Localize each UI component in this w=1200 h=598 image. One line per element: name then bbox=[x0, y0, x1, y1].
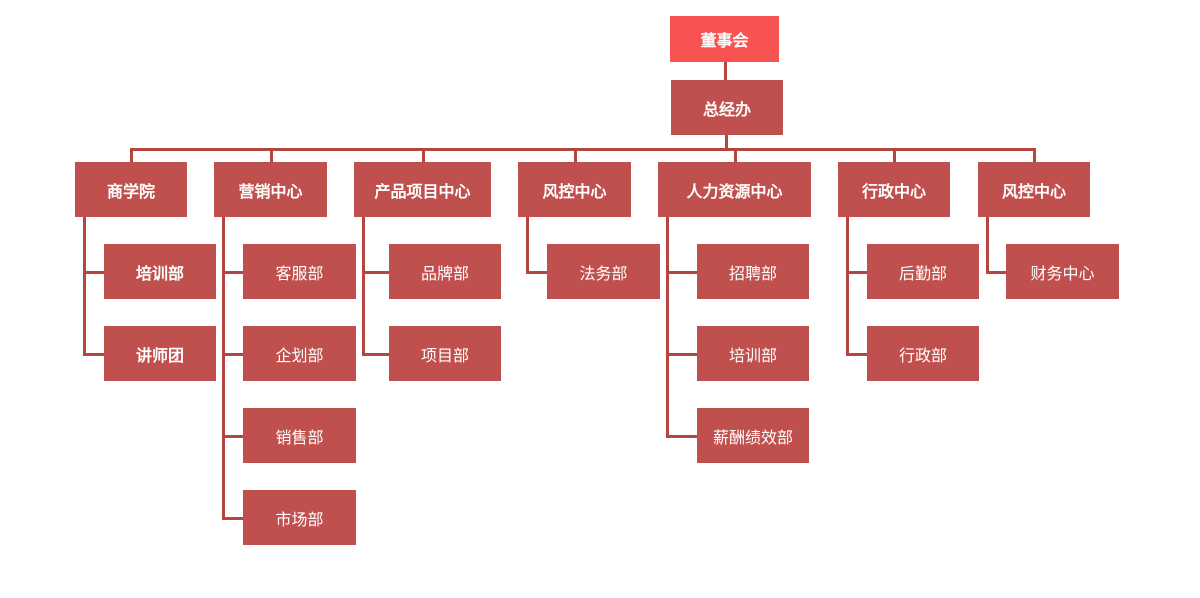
connector-gm-bus bbox=[725, 135, 728, 148]
child-branch-line bbox=[83, 270, 104, 274]
department-stem-line bbox=[526, 217, 529, 273]
department-drop-line bbox=[893, 148, 896, 162]
sub-department-node[interactable]: 培训部 bbox=[697, 326, 809, 381]
sub-department-node[interactable]: 销售部 bbox=[243, 408, 356, 463]
child-branch-line bbox=[222, 270, 243, 274]
sub-department-node[interactable]: 培训部 bbox=[104, 244, 216, 299]
department-drop-line bbox=[733, 148, 737, 162]
child-branch-line bbox=[666, 352, 697, 356]
department-node[interactable]: 人力资源中心 bbox=[658, 162, 811, 217]
child-branch-line bbox=[986, 270, 1006, 274]
child-branch-line bbox=[222, 352, 243, 356]
department-stem-line bbox=[666, 217, 669, 437]
department-drop-line bbox=[421, 148, 425, 162]
department-stem-line bbox=[986, 217, 989, 273]
gm-node[interactable]: 总经办 bbox=[671, 80, 783, 135]
child-branch-line bbox=[666, 270, 697, 274]
department-stem-line bbox=[362, 217, 365, 355]
sub-department-node[interactable]: 项目部 bbox=[389, 326, 501, 381]
child-branch-line bbox=[362, 270, 389, 274]
department-stem-line bbox=[222, 217, 225, 519]
child-branch-line bbox=[83, 352, 104, 356]
child-branch-line bbox=[222, 434, 243, 438]
sub-department-node[interactable]: 市场部 bbox=[243, 490, 356, 545]
child-branch-line bbox=[526, 270, 547, 274]
child-branch-line bbox=[846, 352, 867, 356]
child-branch-line bbox=[362, 352, 389, 356]
department-node[interactable]: 营销中心 bbox=[214, 162, 327, 217]
sub-department-node[interactable]: 财务中心 bbox=[1006, 244, 1119, 299]
department-drop-line bbox=[573, 148, 577, 162]
root-node[interactable]: 董事会 bbox=[670, 16, 779, 62]
department-node[interactable]: 产品项目中心 bbox=[354, 162, 491, 217]
connector-root-gm bbox=[724, 62, 727, 80]
sub-department-node[interactable]: 企划部 bbox=[243, 326, 356, 381]
sub-department-node[interactable]: 品牌部 bbox=[389, 244, 501, 299]
department-drop-line bbox=[130, 148, 133, 162]
department-stem-line bbox=[846, 217, 849, 355]
department-drop-line bbox=[269, 148, 273, 162]
department-bus-line bbox=[130, 148, 1036, 151]
sub-department-node[interactable]: 薪酬绩效部 bbox=[697, 408, 809, 463]
sub-department-node[interactable]: 招聘部 bbox=[697, 244, 809, 299]
child-branch-line bbox=[222, 516, 243, 520]
child-branch-line bbox=[846, 270, 867, 274]
department-drop-line bbox=[1033, 148, 1036, 162]
sub-department-node[interactable]: 行政部 bbox=[867, 326, 979, 381]
sub-department-node[interactable]: 法务部 bbox=[547, 244, 660, 299]
child-branch-line bbox=[666, 434, 697, 438]
department-stem-line bbox=[83, 217, 86, 355]
department-node[interactable]: 风控中心 bbox=[518, 162, 631, 217]
sub-department-node[interactable]: 后勤部 bbox=[867, 244, 979, 299]
sub-department-node[interactable]: 客服部 bbox=[243, 244, 356, 299]
department-node[interactable]: 行政中心 bbox=[838, 162, 950, 217]
department-node[interactable]: 风控中心 bbox=[978, 162, 1090, 217]
sub-department-node[interactable]: 讲师团 bbox=[104, 326, 216, 381]
department-node[interactable]: 商学院 bbox=[75, 162, 187, 217]
